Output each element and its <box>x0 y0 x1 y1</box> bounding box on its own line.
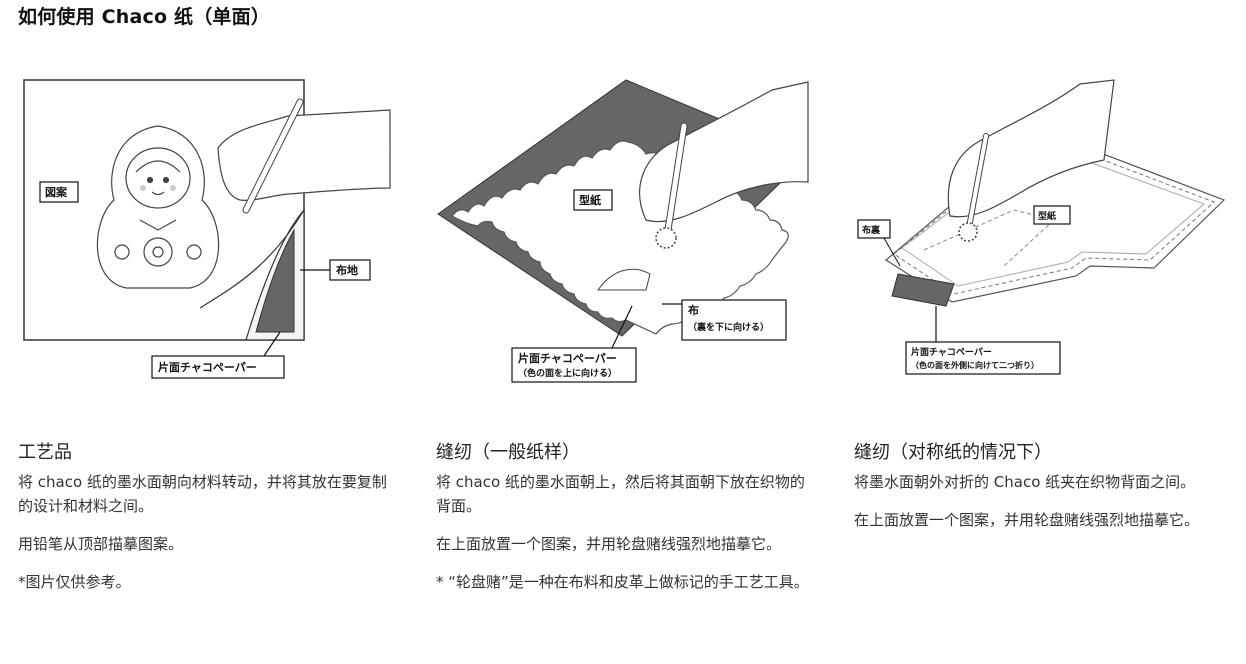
label-paper-note: （色の面を上に向ける） <box>518 367 617 379</box>
label-paper: 片面チャコペーパー <box>911 346 992 358</box>
page-title: 如何使用 Chaco 纸（单面） <box>18 6 271 28</box>
label-pattern: 型紙 <box>579 193 601 207</box>
column-heading: 缝纫（一般纸样） <box>436 442 580 463</box>
label-paper-note: （色の面を外側に向けて二つ折り） <box>911 360 1039 370</box>
label-fabric: 布 <box>688 303 699 317</box>
illustration-sewing-general: 型紙 布 （裏を下に向ける） 片面チャコペーパー （色の面を上に向ける） <box>436 70 816 390</box>
paragraph: 用铅笔从顶部描摹图案。 <box>18 535 184 553</box>
paragraph: 在上面放置一个图案，并用轮盘赌线强烈地描摹它。 <box>854 511 1200 529</box>
column-heading: 缝纫（对称纸的情况下） <box>854 442 1052 463</box>
column-sewing-symmetric: 缝纫（对称纸的情况下） 将墨水面朝外对折的 Chaco 纸夹在织物背面之间。 在… <box>854 438 1234 546</box>
label-pattern: 型紙 <box>1038 210 1056 222</box>
column-craft: 工艺品 将 chaco 纸的墨水面朝向材料转动，并将其放在要复制的设计和材料之间… <box>18 438 398 608</box>
paragraph: *图片仅供参考。 <box>18 573 131 591</box>
label-paper: 片面チャコペーパー <box>158 360 257 374</box>
paragraph: 将墨水面朝外对折的 Chaco 纸夹在织物背面之间。 <box>854 473 1196 491</box>
label-fabric-note: （裏を下に向ける） <box>688 321 769 333</box>
paragraph: 将 chaco 纸的墨水面朝上，然后将其面朝下放在织物的背面。 <box>436 473 805 515</box>
paragraph: 在上面放置一个图案，并用轮盘赌线强烈地描摹它。 <box>436 535 782 553</box>
column-sewing-general: 缝纫（一般纸样） 将 chaco 纸的墨水面朝上，然后将其面朝下放在织物的背面。… <box>436 438 816 608</box>
paragraph: * “轮盘赌”是一种在布料和皮革上做标记的手工艺工具。 <box>436 573 809 591</box>
column-heading: 工艺品 <box>18 442 72 463</box>
label-paper: 片面チャコペーパー <box>518 351 617 365</box>
label-fabric: 布裏 <box>861 224 881 236</box>
label-pattern: 図案 <box>45 185 68 199</box>
label-fabric: 布地 <box>336 263 358 277</box>
illustration-sewing-symmetric: 型紙 布裏 片面チャコペーパー （色の面を外側に向けて二つ折り） <box>854 70 1234 390</box>
illustration-craft: 図案 布地 片面チャコペーパー <box>18 70 398 390</box>
paragraph: 将 chaco 纸的墨水面朝向材料转动，并将其放在要复制的设计和材料之间。 <box>18 473 387 515</box>
